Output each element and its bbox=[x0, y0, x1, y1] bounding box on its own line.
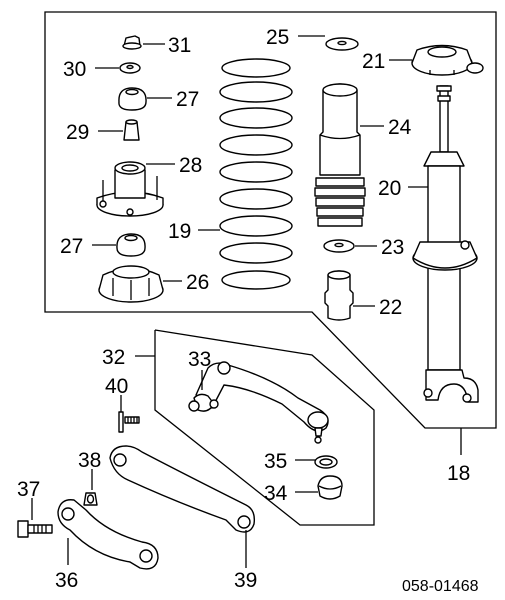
bolt-40 bbox=[118, 411, 140, 433]
label-34: 34 bbox=[264, 482, 288, 505]
shock-absorber bbox=[412, 85, 479, 403]
lower-control-arm bbox=[109, 445, 256, 533]
ball-joint-boot bbox=[317, 475, 343, 500]
upper-control-arm bbox=[188, 361, 329, 444]
bump-washer bbox=[323, 239, 355, 253]
label-27-lower: 27 bbox=[60, 235, 83, 258]
label-20: 20 bbox=[378, 177, 401, 200]
label-31: 31 bbox=[168, 34, 191, 57]
label-39: 39 bbox=[234, 569, 257, 592]
label-36: 36 bbox=[55, 569, 78, 592]
nut-38 bbox=[83, 492, 98, 506]
label-27-upper: 27 bbox=[176, 88, 199, 111]
bolt-37 bbox=[17, 520, 53, 538]
dust-boot bbox=[314, 83, 366, 227]
label-32: 32 bbox=[102, 346, 125, 369]
coil-spring bbox=[219, 58, 293, 290]
upper-bushing bbox=[118, 87, 147, 111]
top-washer bbox=[325, 37, 359, 51]
label-24: 24 bbox=[388, 116, 412, 139]
label-18: 18 bbox=[447, 462, 470, 485]
label-33: 33 bbox=[188, 348, 211, 371]
label-29: 29 bbox=[66, 121, 89, 144]
label-35: 35 bbox=[264, 450, 287, 473]
bump-stop bbox=[324, 270, 354, 321]
label-38: 38 bbox=[78, 449, 101, 472]
spacer-collar bbox=[123, 119, 140, 141]
washer bbox=[119, 62, 141, 74]
trailing-link bbox=[57, 499, 159, 570]
label-26: 26 bbox=[186, 271, 209, 294]
upper-mount bbox=[96, 161, 164, 217]
diagram-code: 058-01468 bbox=[402, 578, 479, 595]
label-22: 22 bbox=[379, 296, 402, 319]
label-23: 23 bbox=[381, 236, 404, 259]
label-25: 25 bbox=[266, 26, 289, 49]
retaining-ring bbox=[314, 455, 338, 469]
arm-group-frame bbox=[154, 329, 375, 526]
upper-assembly-frame bbox=[44, 11, 497, 429]
label-30: 30 bbox=[63, 58, 86, 81]
lower-bushing bbox=[116, 233, 146, 257]
label-40: 40 bbox=[105, 375, 128, 398]
bump-cap bbox=[122, 35, 142, 50]
label-19: 19 bbox=[168, 220, 191, 243]
lower-spring-seat bbox=[98, 265, 164, 303]
label-28: 28 bbox=[179, 154, 202, 177]
label-37: 37 bbox=[17, 478, 40, 501]
upper-spring-seat bbox=[411, 44, 484, 76]
label-21: 21 bbox=[362, 50, 385, 73]
